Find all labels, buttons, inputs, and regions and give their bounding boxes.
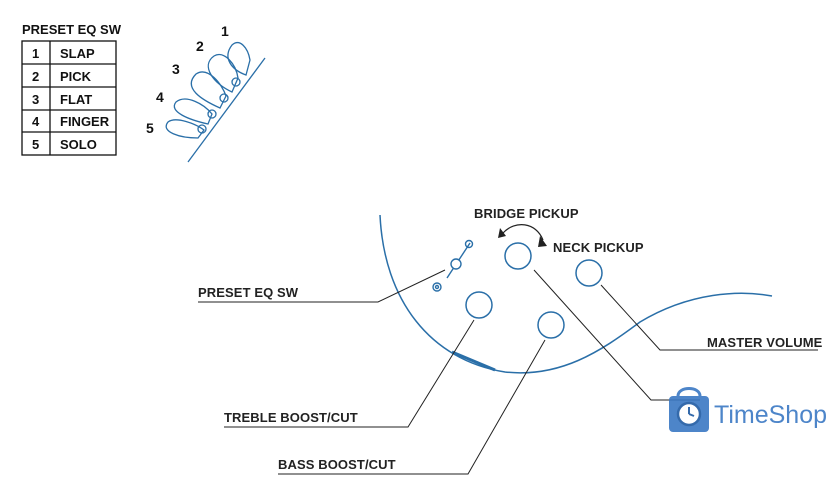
table-row-num: 3 [32, 92, 39, 107]
table-border [21, 40, 117, 156]
table-row-num: 1 [32, 46, 39, 61]
switch-position-illustration [165, 42, 266, 163]
table-row-name: FLAT [60, 92, 92, 107]
neck-pickup-label: NECK PICKUP [553, 240, 644, 255]
preset-table-title: PRESET EQ SW [22, 22, 122, 37]
table-row-num: 2 [32, 69, 39, 84]
arrow-head-icon [498, 228, 506, 238]
leader-bass [278, 339, 546, 475]
leader-preset-eq [198, 269, 446, 303]
arrow-head-icon [538, 236, 547, 247]
switch-position-3 [190, 71, 227, 109]
switch-baseline [187, 57, 266, 163]
treble-knob[interactable] [465, 291, 493, 319]
table-row-num: 4 [32, 114, 40, 129]
switch-number: 5 [146, 120, 154, 136]
switch-number: 4 [156, 89, 164, 105]
preset-eq-table: PRESET EQ SW 1 SLAP 2 PICK 3 FLAT 4 FING… [21, 22, 122, 156]
master-volume-label: MASTER VOLUME [707, 335, 823, 350]
body-curve [379, 214, 773, 374]
instrument-body-outline [379, 214, 773, 374]
watermark: TimeShop [669, 387, 827, 432]
table-row-name: SLAP [60, 46, 95, 61]
table-row-name: PICK [60, 69, 92, 84]
pickup-balance-knob[interactable] [504, 242, 532, 270]
preset-eq-toggle[interactable] [432, 239, 474, 292]
rotation-arrow-icon [502, 224, 544, 241]
leader-master-volume [600, 284, 818, 351]
leader-treble [224, 319, 475, 428]
switch-position-2 [207, 54, 239, 93]
switch-position-1 [227, 42, 251, 76]
table-row-name: SOLO [60, 137, 97, 152]
preset-eq-sw-label: PRESET EQ SW [198, 285, 299, 300]
table-row-num: 5 [32, 137, 39, 152]
switch-number: 2 [196, 38, 204, 54]
treble-label: TREBLE BOOST/CUT [224, 410, 358, 425]
switch-position-4 [173, 98, 213, 125]
bass-knob[interactable] [537, 311, 565, 339]
knobs [465, 242, 603, 339]
table-row-name: FINGER [60, 114, 110, 129]
switch-number: 1 [221, 23, 229, 39]
switch-number: 3 [172, 61, 180, 77]
leader-lines [198, 269, 818, 475]
body-edge-accent [451, 350, 496, 372]
bass-label: BASS BOOST/CUT [278, 457, 396, 472]
watermark-text: TimeShop [714, 401, 827, 429]
master-volume-knob[interactable] [575, 259, 603, 287]
bridge-pickup-label: BRIDGE PICKUP [474, 206, 579, 221]
